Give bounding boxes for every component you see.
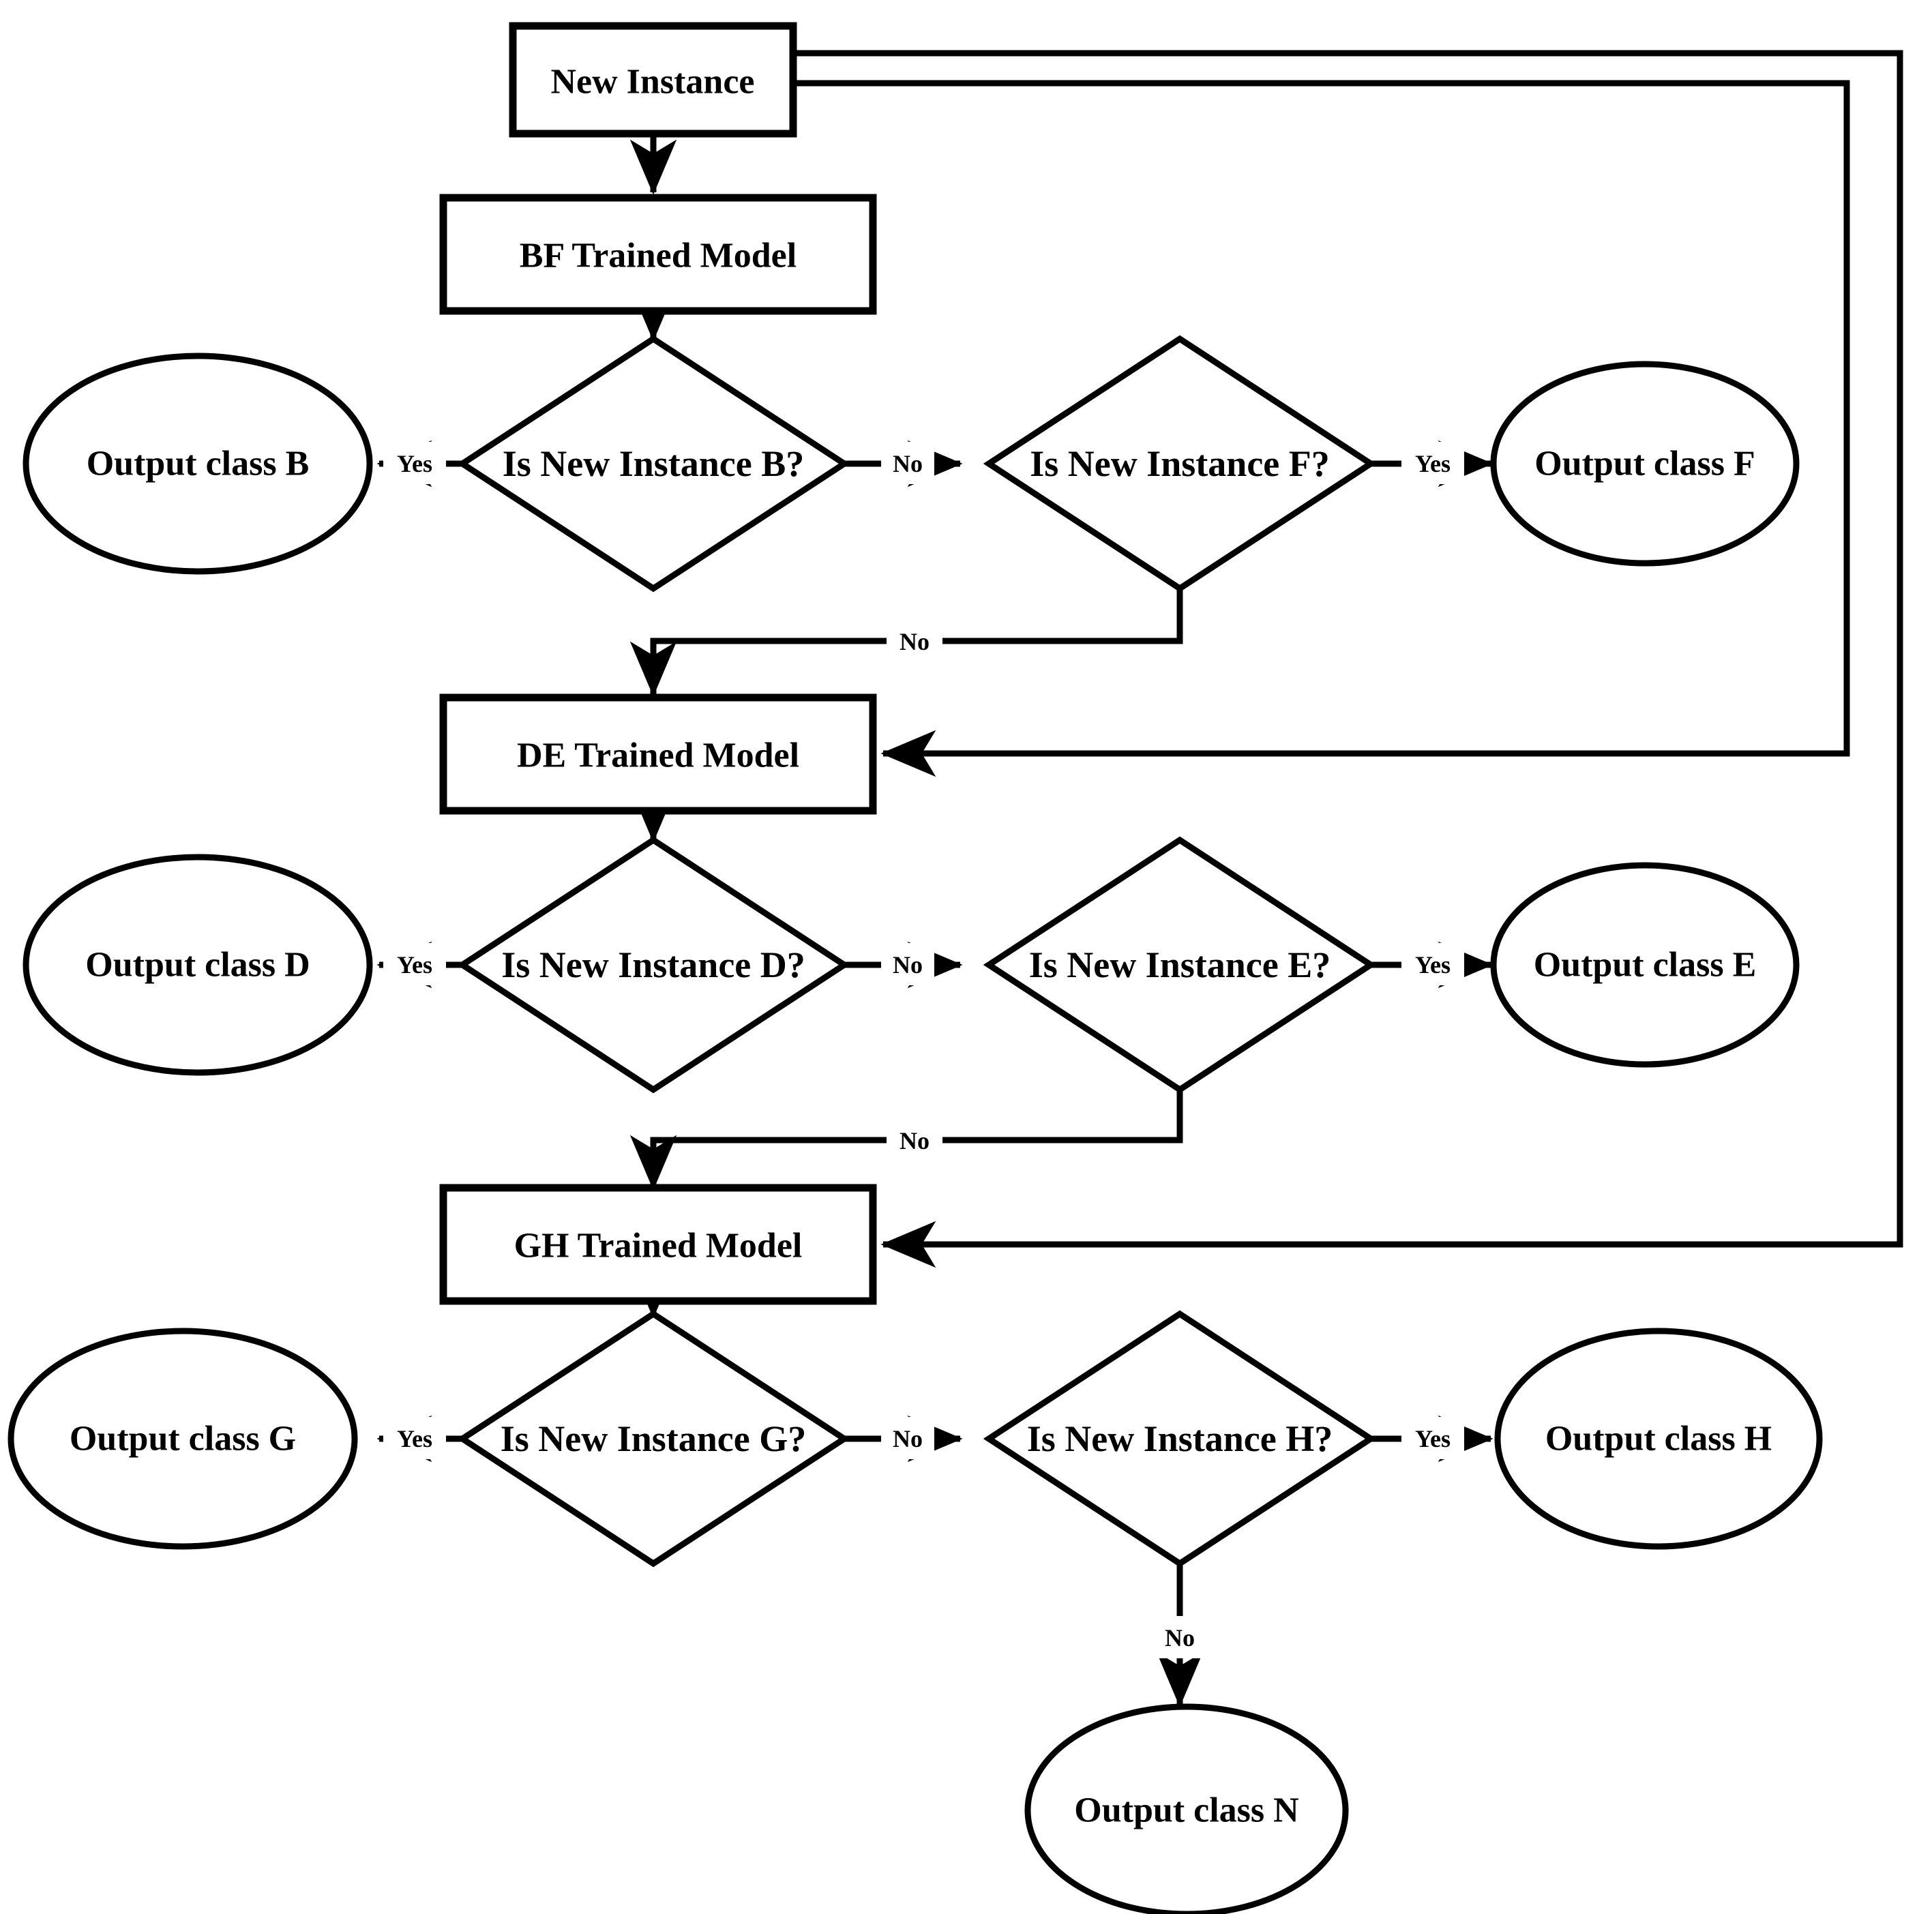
node-output-class-g[interactable]: Output class G: [8, 1328, 358, 1550]
node-output-class-n[interactable]: Output class N: [1024, 1703, 1349, 1914]
node-new-instance[interactable]: New Instance: [509, 22, 797, 138]
node-output-class-e[interactable]: Output class E: [1490, 862, 1800, 1068]
edge-label-h-no: No: [1151, 1616, 1208, 1658]
edge-label-g-yes: Yes: [383, 1417, 446, 1459]
node-decision-g[interactable]: Is New Instance G?: [456, 1310, 850, 1568]
node-decision-e[interactable]: Is New Instance E?: [983, 836, 1377, 1094]
node-output-class-h[interactable]: Output class H: [1494, 1328, 1823, 1550]
node-decision-b-label: Is New Instance B?: [503, 443, 805, 484]
edge-label-b-no: No: [881, 442, 934, 484]
node-output-class-d[interactable]: Output class D: [23, 854, 373, 1076]
svg-text:Yes: Yes: [1415, 1425, 1451, 1452]
edge-label-b-yes: Yes: [383, 442, 446, 484]
edge-label-f-yes: Yes: [1401, 442, 1464, 484]
edge-label-d-no: No: [881, 943, 934, 985]
svg-text:No: No: [900, 628, 930, 655]
node-output-class-g-label: Output class G: [70, 1420, 296, 1459]
svg-text:Yes: Yes: [397, 951, 432, 978]
svg-text:Yes: Yes: [397, 1425, 432, 1452]
node-decision-d[interactable]: Is New Instance D?: [456, 836, 850, 1094]
node-output-class-d-label: Output class D: [85, 946, 310, 985]
edge-start-to-de: [793, 80, 1850, 777]
node-output-class-h-label: Output class H: [1545, 1420, 1772, 1459]
edge-label-e-yes: Yes: [1401, 943, 1464, 985]
node-output-class-f-label: Output class F: [1534, 445, 1755, 483]
svg-text:No: No: [893, 1425, 923, 1452]
node-bf-trained-model[interactable]: BF Trained Model: [439, 194, 877, 315]
node-gh-trained-model-label: GH Trained Model: [514, 1227, 803, 1266]
node-output-class-f[interactable]: Output class F: [1490, 361, 1800, 567]
edge-label-h-yes: Yes: [1401, 1417, 1464, 1459]
node-new-instance-label: New Instance: [551, 63, 755, 102]
edge-label-d-yes: Yes: [383, 943, 446, 985]
edge-start-to-gh: [793, 50, 1903, 1268]
node-de-trained-model-label: DE Trained Model: [517, 736, 799, 775]
edge-label-e-no: No: [887, 1120, 942, 1162]
svg-text:No: No: [893, 450, 923, 477]
svg-text:No: No: [900, 1127, 930, 1154]
edge-label-f-no: No: [887, 620, 942, 663]
node-decision-f-label: Is New Instance F?: [1030, 443, 1330, 484]
node-decision-h[interactable]: Is New Instance H?: [983, 1310, 1377, 1568]
svg-text:No: No: [893, 951, 923, 978]
svg-text:Yes: Yes: [397, 450, 432, 477]
node-output-class-n-label: Output class N: [1074, 1791, 1298, 1830]
node-output-class-b[interactable]: Output class B: [23, 353, 373, 575]
node-decision-f[interactable]: Is New Instance F?: [983, 335, 1377, 593]
node-de-trained-model[interactable]: DE Trained Model: [439, 693, 877, 815]
edge-label-g-no: No: [881, 1417, 934, 1459]
node-decision-e-label: Is New Instance E?: [1029, 944, 1331, 985]
svg-text:Yes: Yes: [1415, 951, 1451, 978]
node-decision-d-label: Is New Instance D?: [501, 944, 805, 985]
node-decision-b[interactable]: Is New Instance B?: [456, 335, 850, 593]
node-decision-h-label: Is New Instance H?: [1027, 1418, 1333, 1459]
node-output-class-b-label: Output class B: [87, 445, 310, 483]
node-output-class-e-label: Output class E: [1534, 946, 1757, 985]
node-bf-trained-model-label: BF Trained Model: [520, 237, 797, 275]
node-decision-g-label: Is New Instance G?: [501, 1418, 807, 1459]
svg-text:Yes: Yes: [1415, 450, 1451, 477]
node-gh-trained-model[interactable]: GH Trained Model: [439, 1184, 877, 1305]
svg-text:No: No: [1165, 1624, 1195, 1651]
